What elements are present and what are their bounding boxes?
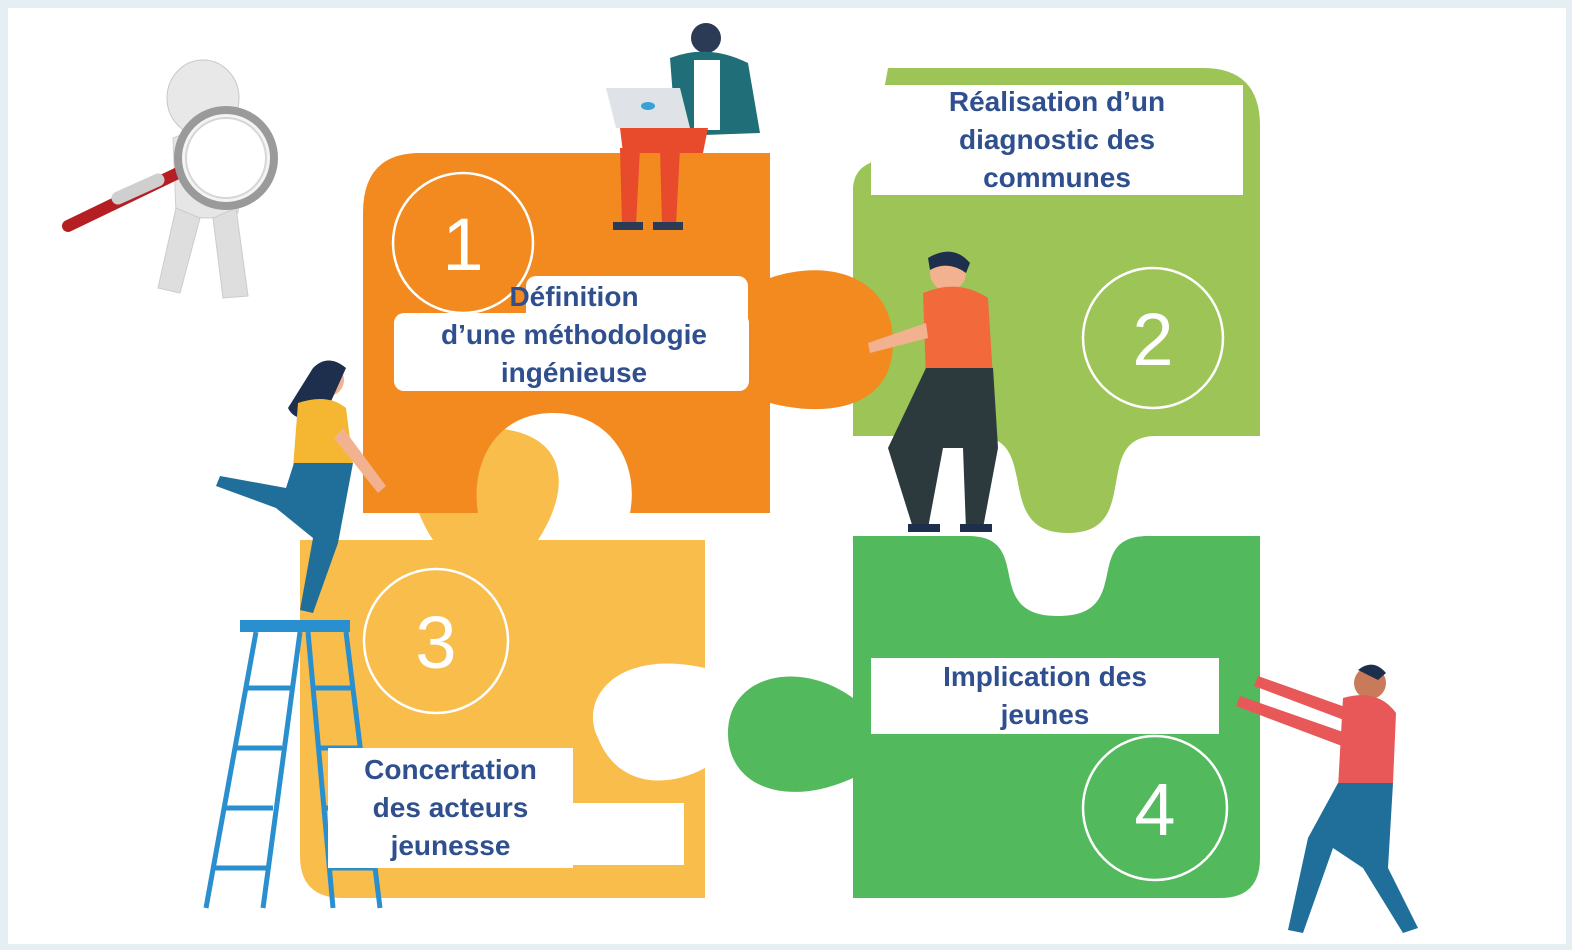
magnifier-figure-icon [62,59,278,299]
piece-label-3: Concertation des acteurs jeunesse [364,754,537,861]
number-circle-4 [1081,734,1229,882]
label-box-3-ext [328,803,684,865]
piece-label-4: Implication des jeunes [943,661,1147,730]
piece-number-1: 1 [442,203,483,286]
number-circle-2 [1081,266,1225,410]
label-box-1 [394,313,749,391]
person-running-icon [216,360,386,613]
person-laptop-icon [606,23,760,230]
label-box-2 [871,85,1243,195]
label-box-4 [871,658,1219,734]
piece-label-1: Définition d’une méthodologie ingénieuse [441,281,707,388]
piece-number-3: 3 [415,601,456,684]
puzzle-illustration: 1 2 3 4 [62,23,1418,933]
person-pushing-icon [868,251,998,532]
puzzle-diagram: 1 2 3 4 [8,8,1566,944]
piece-number-2: 2 [1132,298,1173,381]
person-pushing-right-icon [1236,664,1418,933]
label-box-1-tab [526,276,748,321]
number-circle-3 [362,567,510,715]
piece-number-4: 4 [1134,768,1175,851]
piece-label-2: Réalisation d’un diagnostic des communes [948,86,1166,193]
